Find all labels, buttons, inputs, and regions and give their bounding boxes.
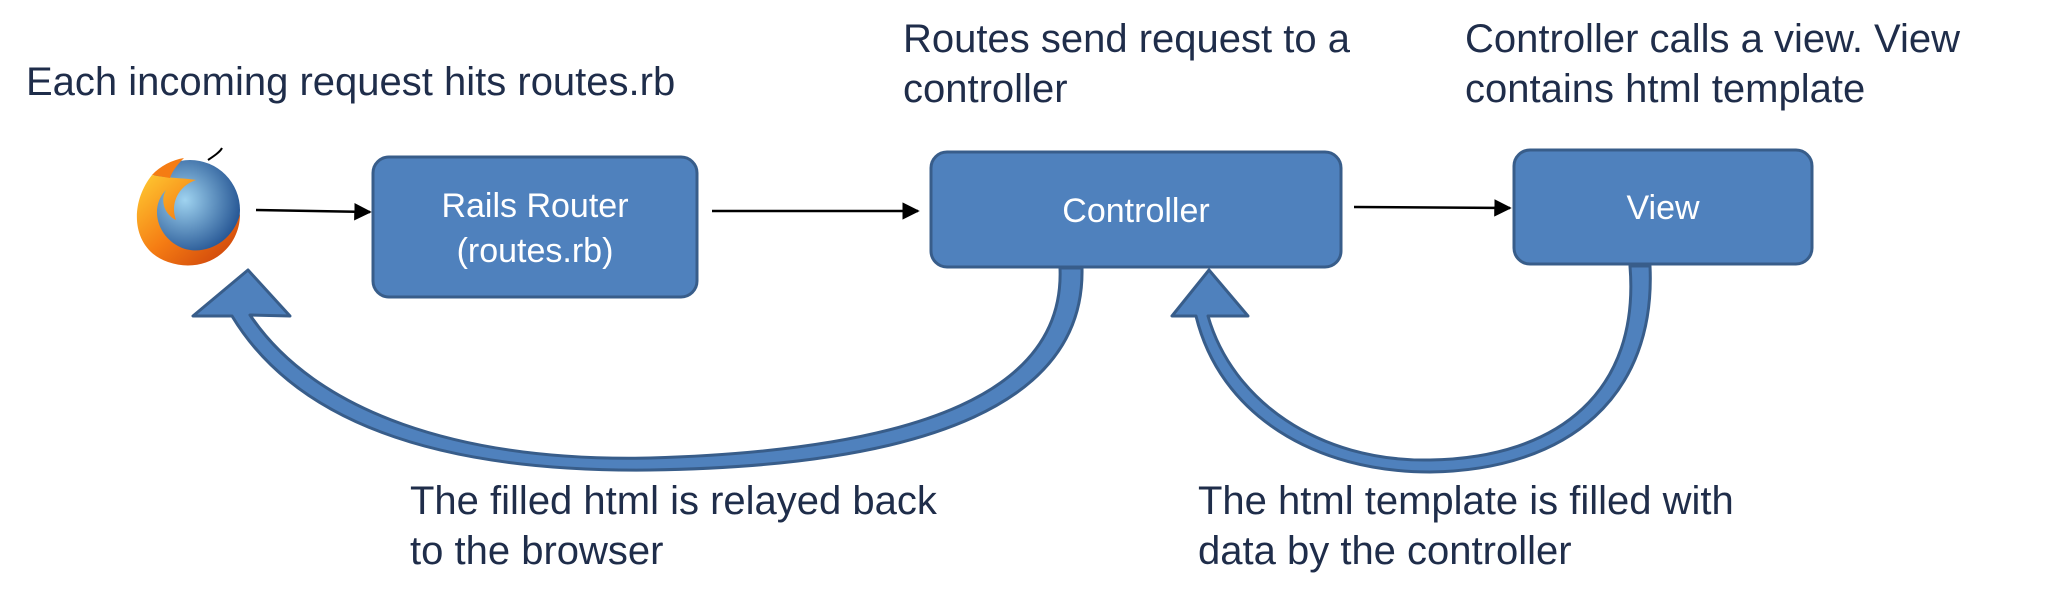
caption-routes-line-2: controller [903,67,1068,111]
view-box: View [1512,148,1814,266]
connector-browser-to-router [255,202,372,221]
relay-back-arrow [191,266,1084,472]
caption-view-line-1: Controller calls a view. View [1465,17,1960,61]
caption-relay-line-2: to the browser [410,529,663,573]
view-label: View [1626,189,1700,227]
caption-routes-line-1: Routes send request to a [903,17,1351,61]
caption-incoming-request: Each incoming request hits routes.rb [26,60,675,104]
caption-relay-line-1: The filled html is relayed back [410,479,938,523]
caption-view-line-2: contains html template [1465,67,1865,111]
caption-fill-line-2: data by the controller [1198,529,1572,573]
caption-fill-line-1: The html template is filled with [1198,479,1734,523]
controller-label: Controller [1062,192,1209,230]
fill-template-arrow [1170,264,1652,474]
controller-box: Controller [929,150,1343,269]
rails-router-label-line-2: (routes.rb) [457,232,614,270]
rails-router-box: Rails Router (routes.rb) [371,155,699,299]
connector-controller-to-view [1353,199,1512,217]
rails-router-label-line-1: Rails Router [441,187,628,225]
firefox-browser-icon [136,147,240,266]
